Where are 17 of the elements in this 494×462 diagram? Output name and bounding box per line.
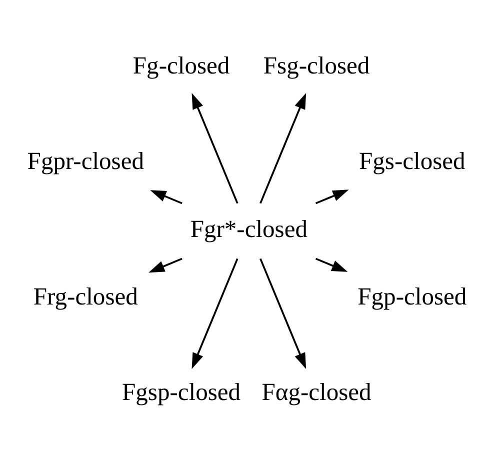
arrow xyxy=(315,258,348,272)
arrow xyxy=(260,258,306,369)
arrow xyxy=(192,258,238,369)
arrow xyxy=(148,258,182,273)
node-text: Fgs-closed xyxy=(359,148,466,176)
node-text: Fsg-closed xyxy=(263,52,370,80)
node-text: Fgsp-closed xyxy=(122,379,241,406)
node-text: Frg-closed xyxy=(33,283,138,310)
arrow xyxy=(315,190,349,204)
node-text: Fgpr-closed xyxy=(27,148,144,176)
node-text: Fgp-closed xyxy=(358,283,467,310)
arrow xyxy=(260,93,306,204)
arrow xyxy=(192,93,238,204)
node-text: Fg-closed xyxy=(132,52,230,80)
node-text: Fgr*-closed xyxy=(190,216,308,243)
node-text: Fαg-closed xyxy=(262,379,372,406)
arrow xyxy=(150,190,182,204)
